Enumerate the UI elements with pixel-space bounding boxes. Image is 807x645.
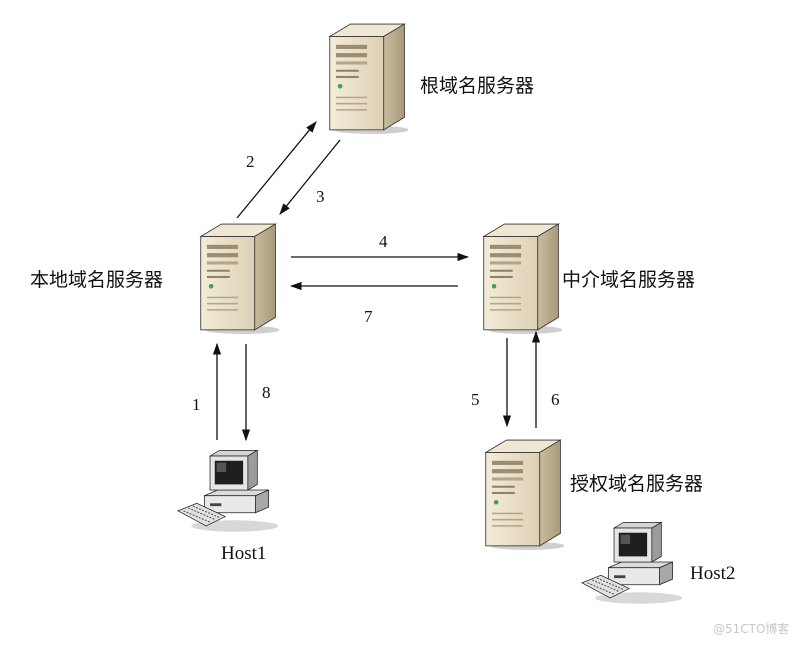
step-label-8: 8 xyxy=(262,383,271,402)
host1-computer-icon xyxy=(177,449,279,533)
authoritative-server-icon xyxy=(485,439,564,550)
host2-label: Host2 xyxy=(690,563,735,584)
step-label-1: 1 xyxy=(192,395,201,414)
host1-label: Host1 xyxy=(221,543,266,564)
root-server-icon xyxy=(329,23,408,134)
watermark-text: @51CTO博客 xyxy=(713,621,789,636)
intermediate-server-label: 中介域名服务器 xyxy=(562,269,695,291)
authoritative-server-label: 授权域名服务器 xyxy=(570,473,703,495)
step-label-3: 3 xyxy=(316,187,325,206)
step-label-6: 6 xyxy=(551,390,560,409)
step-label-2: 2 xyxy=(246,152,255,171)
host2-computer-icon xyxy=(581,521,683,605)
edge-arrow-3 xyxy=(279,139,341,215)
root-server-label: 根域名服务器 xyxy=(420,75,534,97)
local-server-icon xyxy=(200,223,279,334)
local-server-label: 本地域名服务器 xyxy=(30,269,163,291)
step-label-7: 7 xyxy=(364,307,373,326)
step-label-5: 5 xyxy=(471,390,480,409)
intermediate-server-icon xyxy=(483,223,562,334)
edge-arrow-2 xyxy=(236,121,317,219)
step-label-4: 4 xyxy=(379,232,388,251)
